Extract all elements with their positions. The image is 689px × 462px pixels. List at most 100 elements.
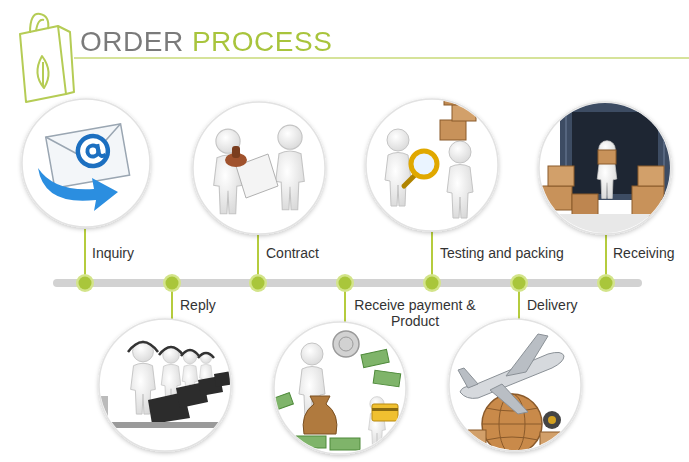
- testing-picture: [447, 141, 473, 218]
- timeline-dot: [166, 277, 179, 290]
- testing-picture: [411, 151, 437, 177]
- delivery-picture: [506, 334, 548, 376]
- picture-circle: [22, 99, 671, 454]
- receiving-picture: [560, 100, 670, 200]
- step-label: Delivery: [527, 297, 578, 313]
- delivery-picture: [543, 411, 561, 429]
- payment-picture: [269, 331, 401, 450]
- reply-picture: [96, 341, 240, 436]
- delivery-picture: [482, 424, 542, 425]
- delivery-picture: [486, 437, 538, 440]
- timeline-dot: [252, 277, 265, 290]
- payment-picture: [373, 370, 401, 386]
- testing-picture: [385, 129, 411, 206]
- receiving-picture: [598, 150, 616, 164]
- delivery-picture: [458, 368, 478, 388]
- envelope-picture: [46, 124, 130, 188]
- timeline-dot: [336, 274, 354, 292]
- receiving-picture: [638, 166, 664, 186]
- picture-circle: [366, 99, 498, 231]
- bag-icon: [58, 26, 74, 94]
- receiving-picture: [530, 100, 680, 244]
- step-label: Contract: [266, 245, 319, 261]
- receiving-picture: [597, 141, 617, 199]
- testing-picture: [452, 104, 476, 121]
- timeline-dot: [510, 274, 528, 292]
- bag-icon: [30, 14, 48, 33]
- bag-icon: [20, 14, 74, 102]
- payment-picture: [333, 331, 359, 357]
- step-label: Receive payment & Product: [354, 297, 476, 329]
- delivery-picture: [460, 352, 564, 398]
- reply-picture: [159, 347, 183, 355]
- timeline-dot: [76, 274, 615, 292]
- receiving-picture: [566, 100, 664, 200]
- testing-picture: [385, 90, 476, 218]
- receiving-picture: [632, 186, 664, 216]
- envelope-picture: [75, 134, 110, 169]
- reply-picture: [128, 342, 158, 352]
- reply-picture: [128, 342, 214, 358]
- reply-picture: [198, 353, 214, 358]
- reply-picture: [148, 371, 234, 424]
- payment-picture: [269, 393, 294, 412]
- step-label: Inquiry: [92, 245, 134, 261]
- delivery-picture: [458, 334, 564, 454]
- picture-circle: [99, 319, 231, 451]
- reply-picture: [181, 350, 199, 356]
- payment-picture: [296, 436, 326, 448]
- contract-picture: [214, 125, 305, 214]
- payment-picture: [303, 396, 337, 434]
- delivery-picture: [468, 430, 486, 444]
- contract-picture: [232, 146, 240, 158]
- step-label: Receiving: [613, 245, 674, 261]
- timeline-dot: [76, 274, 94, 292]
- reply-picture: [214, 371, 234, 387]
- timeline-dot: [79, 277, 92, 290]
- envelope-picture: [97, 143, 106, 157]
- envelope-picture: [46, 124, 130, 188]
- payment-picture: [269, 349, 401, 450]
- picture-circle: [274, 322, 406, 454]
- delivery-picture: [490, 384, 528, 414]
- bag-icon: [36, 20, 44, 31]
- delivery-picture: [548, 416, 556, 424]
- payment-picture: [372, 404, 398, 421]
- contract-picture: [276, 125, 305, 210]
- bag-icon: [37, 56, 48, 88]
- envelope-picture: [38, 124, 130, 211]
- step-label: Testing and packing: [440, 245, 564, 261]
- testing-picture: [440, 120, 466, 140]
- payment-picture: [372, 408, 398, 411]
- payment-picture: [330, 438, 360, 450]
- payment-picture: [339, 337, 353, 351]
- timeline-dot: [249, 274, 267, 292]
- timeline-dot: [513, 277, 526, 290]
- bag-icon: [42, 62, 44, 86]
- envelope-picture: [38, 168, 118, 211]
- timeline-dot: [426, 277, 439, 290]
- reply-picture: [100, 422, 240, 428]
- reply-picture: [96, 396, 108, 436]
- payment-picture: [361, 349, 389, 367]
- timeline-dot: [423, 274, 441, 292]
- timeline-dot: [597, 274, 615, 292]
- receiving-picture: [530, 214, 680, 244]
- timeline: [57, 229, 638, 323]
- page-title: ORDER PROCESS: [80, 26, 332, 58]
- timeline: [85, 229, 606, 323]
- receiving-picture: [548, 166, 574, 186]
- picture-circle: [22, 99, 150, 227]
- delivery-picture: [540, 432, 560, 446]
- bag-icon: [20, 26, 66, 102]
- timeline-dot: [339, 277, 352, 290]
- timeline-dot: [600, 277, 613, 290]
- testing-picture: [444, 90, 466, 105]
- picture-circle: [193, 102, 325, 234]
- receiving-picture: [542, 186, 572, 210]
- step-label: Reply: [180, 297, 216, 313]
- timeline-dot: [163, 274, 181, 292]
- receiving-picture: [572, 194, 598, 216]
